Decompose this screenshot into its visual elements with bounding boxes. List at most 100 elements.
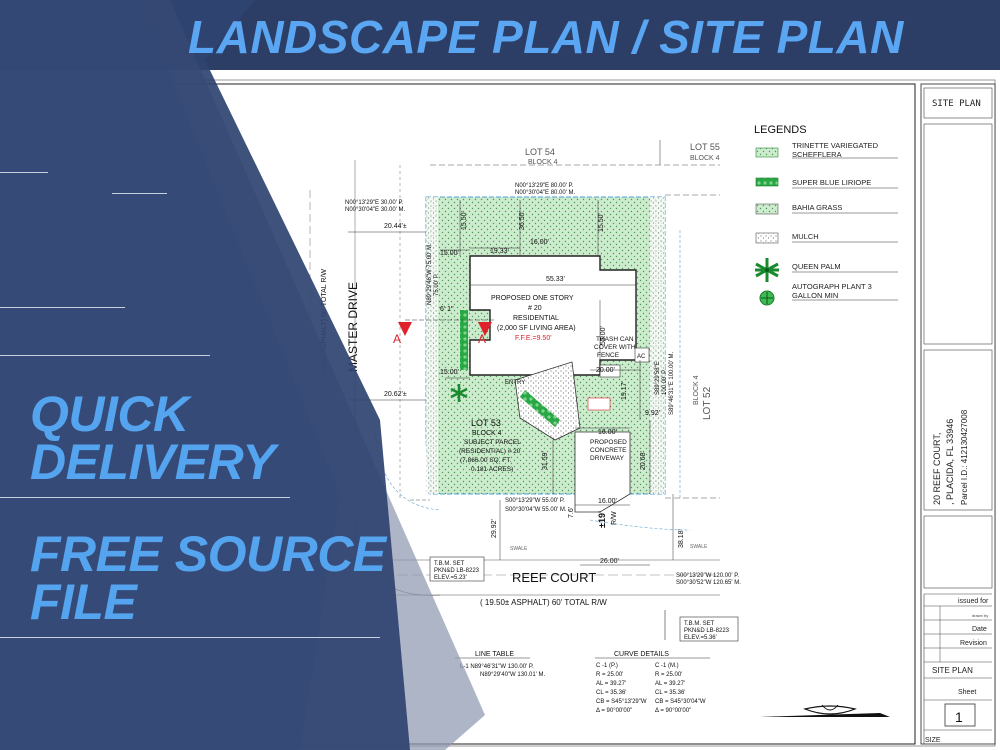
dim-east-1: S89°29'58"E [655, 361, 661, 395]
divider-1 [0, 172, 48, 173]
divider-3 [0, 307, 125, 308]
curve-m-6: Δ = 90°00'00" [655, 708, 691, 714]
dim-bot-2: S00°30'04"W 55.00' M. [505, 507, 567, 513]
proposed-label-1: PROPOSED ONE STORY [491, 295, 574, 302]
bahia-grass-swatch [755, 203, 779, 215]
legend-item-6-line1: AUTOGRAPH PLANT 3 [792, 282, 872, 291]
lot-54-label: LOT 54 [525, 147, 555, 157]
proposed-label-5: F.F.E.=9.50' [515, 335, 552, 342]
dim-6ft: 6' 1" [440, 306, 454, 313]
ac-pad [634, 347, 650, 363]
lot-54-block: BLOCK 4 [528, 159, 558, 166]
curve-m-5: CB = S45°30'04"W [655, 699, 706, 705]
dim-20-44: 20.44'± [384, 223, 407, 230]
dim-16-00a: 16.00' [530, 239, 549, 246]
lot-53-block: BLOCK 4 [472, 430, 502, 437]
legend-item-1-line1: TRINETTE VARIEGATED [792, 141, 879, 150]
curve-p-2: R = 25.00' [596, 672, 623, 678]
dim-20-00: 20.00' [596, 367, 615, 374]
proposed-label-3: RESIDENTIAL [513, 315, 559, 322]
legend-item-1-line2: SCHEFFLERA [792, 150, 842, 159]
tbm-1-line2: PKN&D LB-8223 [434, 568, 480, 574]
divider-4 [0, 355, 210, 356]
curve-p-3: AL = 39.27' [596, 681, 626, 687]
legend-item-5: QUEEN PALM [792, 262, 841, 271]
subject-label-3: (7,866.00 SQ. FT. [460, 457, 511, 464]
proposed-label-4: (2,000 SF LIVING AREA) [497, 325, 576, 332]
section-a-right: A [478, 332, 486, 346]
dim-31-59: 31.59' [542, 451, 549, 470]
dim-26-00: 26.00' [600, 558, 619, 565]
dim-right-2: S00°30'52"W 120.65' M. [676, 580, 741, 586]
dim-16-00b: 16.00' [598, 429, 617, 436]
dim-7-6: 7.6' [568, 507, 575, 518]
dim-15-00a: 15.00' [440, 250, 459, 257]
divider-6 [0, 637, 380, 638]
legend-item-6-line2: GALLON MIN [792, 291, 838, 300]
dim-20-62: 20.62'± [384, 391, 407, 398]
liriope-row-west [460, 310, 468, 370]
driveway-label-1: PROPOSED [590, 439, 627, 446]
dim-east-3: S89°46'31"E 100.00' M. [669, 351, 675, 415]
master-drive-label: MASTER DRIVE [346, 282, 360, 372]
line-table-title: LINE TABLE [475, 651, 514, 658]
dim-19: ±19' [597, 511, 607, 528]
liriope-row-entry [520, 390, 560, 427]
ac-label: AC [637, 354, 646, 360]
tbm-1-line3: ELEV.=5.23' [434, 575, 467, 581]
mulch-swatch [755, 232, 779, 244]
trash-label-1: TRASH CAN [596, 336, 634, 343]
dim-15-50b: 15.50' [598, 213, 605, 232]
title-block-parcel: Parcel I.D.: 412130427008 [960, 409, 969, 505]
dim-36-50: 36.50' [519, 211, 526, 230]
master-drive-row: ( 19.50± ASPHALT) 60' TOTAL R/W [321, 269, 328, 380]
tbm-1-line1: T.B.M. SET [434, 561, 465, 567]
dim-9-92: 9.92' [645, 410, 660, 417]
curve-m-3: AL = 39.27' [655, 681, 685, 687]
queen-palm-icon [755, 258, 779, 282]
subject-label-4: 0.181 ACRES) [471, 466, 513, 473]
proposed-driveway [574, 431, 631, 513]
title-block-date: Date [972, 626, 987, 633]
dim-20-68a: 20.68' [640, 451, 647, 470]
reef-court-row: ( 19.50± ASPHALT) 60' TOTAL R/W [480, 598, 607, 607]
tbm-2-line2: PKN&D LB-8223 [684, 628, 730, 634]
curve-p-4: CL = 35.36' [596, 690, 626, 696]
swale-1: SWALE [510, 546, 528, 552]
dim-top-2: N00°30'04"E 80.00' M. [515, 190, 576, 196]
liriope-swatch [755, 177, 779, 187]
north-arrow-ornament [760, 704, 890, 717]
mulch-bed-west [426, 197, 438, 494]
dim-west-1: N89°29'46"W 75.00' M. [427, 243, 433, 305]
entry-garden-bed [514, 361, 581, 441]
dim-15-00b: 15.00' [440, 369, 459, 376]
driveway-label-2: CONCRETE [590, 447, 627, 454]
title-block-issued-for: issued for [958, 598, 989, 605]
dim-left-2: N00°30'04"E 30.00' M. [345, 207, 406, 213]
dim-19-33: 19.33' [490, 248, 509, 255]
legend-item-2: SUPER BLUE LIRIOPE [792, 178, 871, 187]
title-block-site-plan: SITE PLAN [932, 666, 973, 675]
legend-item-4: MULCH [792, 232, 819, 241]
lot-55-block: BLOCK 4 [690, 155, 720, 162]
title-block-sheet-number: 1 [955, 709, 963, 725]
dim-right-1: S00°13'29"W 120.00' P. [676, 573, 739, 579]
subject-label-2: (RESIDENTIAL) # 20 [459, 448, 521, 455]
title-block-revision: Revision [960, 640, 987, 647]
title-block-sheet: Sheet [958, 689, 976, 696]
title-block [920, 83, 996, 745]
dim-left-1: N00°13'29"E 30.00' P. [345, 200, 404, 206]
line-table-row-1: L-1 N89°46'31"W 130.00' P. [460, 664, 534, 670]
legend-item-3: BAHIA GRASS [792, 203, 842, 212]
dim-38-18: 38.18' [678, 529, 685, 548]
dim-19-17: 19.17' [621, 381, 628, 400]
divider-5 [0, 497, 290, 498]
promo-quick-delivery: QUICK DELIVERY [30, 386, 276, 490]
dim-west-2: 75.00' P. [434, 273, 440, 296]
lot-52-block: BLOCK 4 [693, 375, 700, 405]
entry-label: ENTRY [505, 380, 525, 386]
dim-16-00c: 16.00' [598, 498, 617, 505]
tbm-2-line3: ELEV.=5.36' [684, 635, 717, 641]
dim-29-92: 29.92' [491, 519, 498, 538]
autograph-plant-icon [759, 290, 775, 306]
